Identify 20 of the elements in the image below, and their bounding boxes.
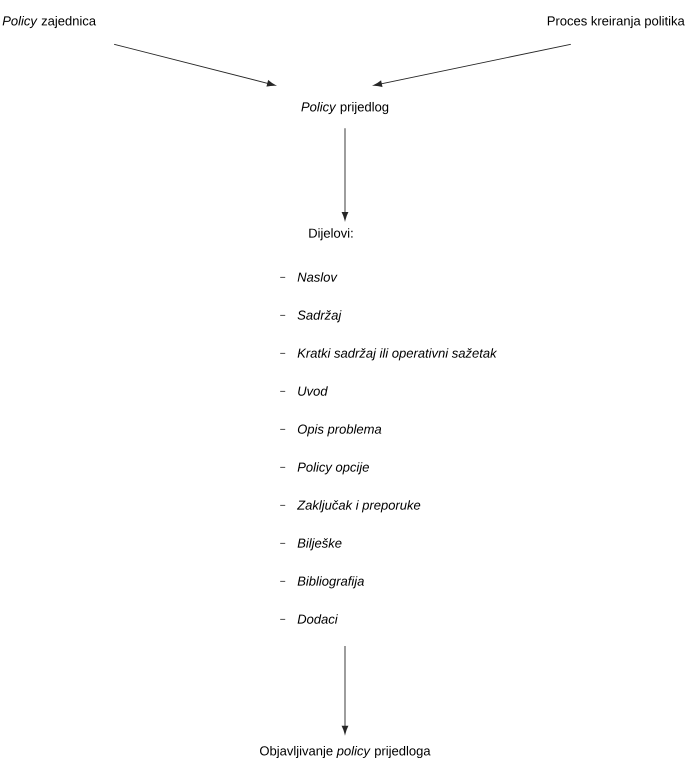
list-item: Uvod [298,386,328,396]
source-label: Proces kreiranja politika [548,16,685,28]
arrow [114,44,276,86]
result-label: Objavljivanje policy prijedloga [260,746,431,758]
list-item: Naslov [298,272,338,282]
list-item: Sadržaj [298,310,342,322]
list-item: Zaključak i preporuke [296,500,420,512]
arrow [373,44,572,87]
parts-list [280,228,498,624]
list-item: Bibliografija [298,576,364,588]
arrow [342,646,348,734]
proposal-label: Policy prijedlog [301,102,388,114]
list-heading: Dijelovi: [309,228,353,240]
list-item: Kratki sadržaj ili operativni sažetak [298,348,498,360]
list-item: Opis problema [298,424,382,436]
source-label: Policy zajednica [2,16,96,28]
list-item: Bilješke [298,538,342,550]
list-item: Dodaci [298,614,338,624]
list-item: Policy opcije [298,462,369,474]
arrow [342,128,348,220]
